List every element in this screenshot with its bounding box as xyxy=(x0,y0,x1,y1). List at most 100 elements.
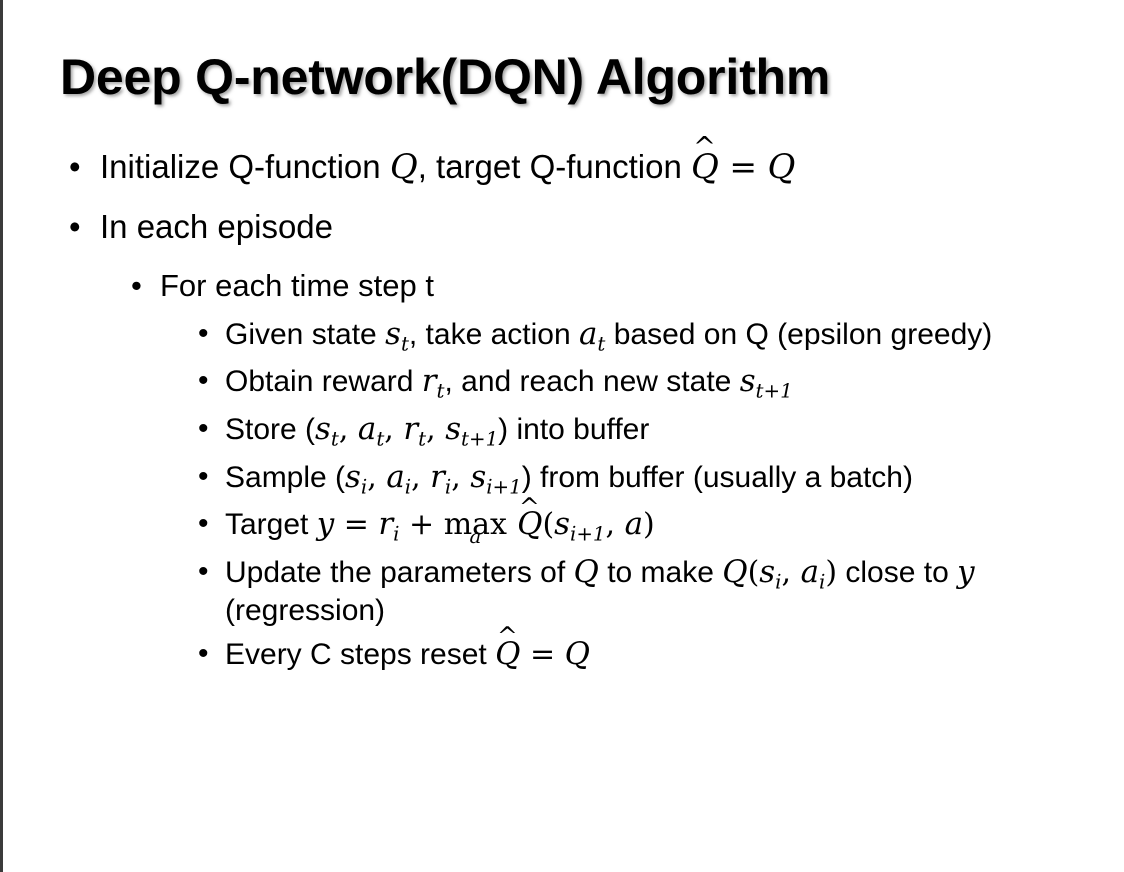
bullet-marker: • xyxy=(131,267,142,303)
text-run: Given state xyxy=(225,317,386,351)
math-var-s: s xyxy=(345,458,361,495)
math-subscript-i: i xyxy=(404,475,412,499)
math-var-base: Q xyxy=(517,506,543,543)
bullet-text: Store (st, at, rt, st+1) into buffer xyxy=(3,412,1124,451)
math-comma: , xyxy=(411,459,431,495)
bullet-update-parameters: • Update the parameters of Q to make Q(s… xyxy=(3,555,1124,628)
math-var-r: r xyxy=(421,363,437,400)
math-operator-name: max xyxy=(443,507,507,543)
math-operator-limit-a: a xyxy=(469,524,482,548)
bullet-marker: • xyxy=(198,316,209,350)
math-var-y: y xyxy=(957,554,975,591)
math-comma: , xyxy=(426,412,446,448)
math-var-q: Q xyxy=(389,147,418,187)
bullet-marker: • xyxy=(198,364,209,398)
bullet-text: For each time step t xyxy=(160,267,434,303)
bullet-marker: • xyxy=(69,148,81,185)
bullet-marker: • xyxy=(198,412,209,446)
math-comma: , xyxy=(338,412,358,448)
bullet-text: Given state st, take action at based on … xyxy=(3,315,1124,356)
text-run: (regression) xyxy=(225,593,386,627)
bullet-marker: • xyxy=(198,459,209,493)
text-run: close to xyxy=(837,556,958,590)
slide-title: Deep Q-network(DQN) Algorithm xyxy=(60,49,831,105)
math-var-s: s xyxy=(554,506,571,543)
math-subscript-t-plus-1: t+1 xyxy=(755,379,793,403)
math-comma: , xyxy=(367,459,387,495)
math-subscript-t: t xyxy=(330,427,339,451)
math-subscript-t: t xyxy=(436,379,445,403)
text-run: , target Q-function xyxy=(417,148,691,185)
math-var-s: s xyxy=(385,315,401,352)
bullet-marker: • xyxy=(198,555,209,589)
text-run: , take action xyxy=(408,317,579,351)
math-subscript-t: t xyxy=(418,427,427,451)
math-paren-close: ) xyxy=(643,507,655,543)
math-var-q: Q xyxy=(767,147,796,187)
bullet-initialize-q-function: • Initialize Q-function Q, target Q-func… xyxy=(3,134,1124,187)
math-paren-open: ( xyxy=(747,555,760,591)
text-run: ) into buffer xyxy=(498,413,650,447)
math-paren-close: ) xyxy=(825,555,838,591)
hat-accent-icon: ^ xyxy=(693,132,716,164)
math-var-s: s xyxy=(470,458,487,495)
math-var-a: a xyxy=(386,458,405,495)
math-equals: = xyxy=(520,636,565,672)
bullet-text: Sample (si, ai, ri, si+1) from buffer (u… xyxy=(3,458,1124,499)
text-run: Every C steps reset xyxy=(225,637,496,671)
math-var-s: s xyxy=(739,363,756,400)
math-subscript-i: i xyxy=(775,570,782,594)
math-var-q: Q xyxy=(722,554,748,591)
math-plus: + xyxy=(399,507,444,543)
bullet-text: In each episode xyxy=(100,208,334,246)
math-subscript-i-plus-1: i+1 xyxy=(486,475,522,499)
math-subscript-i: i xyxy=(360,475,368,499)
math-subscript-i: i xyxy=(393,522,400,546)
text-run: Initialize Q-function xyxy=(100,148,390,185)
math-paren-open: ( xyxy=(542,507,555,543)
text-run: Store ( xyxy=(225,413,316,447)
math-subscript-t: t xyxy=(597,332,606,356)
math-var-s: s xyxy=(445,411,462,448)
math-comma: , xyxy=(384,412,404,448)
math-equals: = xyxy=(718,147,768,186)
math-equals: = xyxy=(334,507,379,543)
math-var-s: s xyxy=(759,554,776,591)
bullet-marker: • xyxy=(198,507,209,541)
math-var-q: Q xyxy=(564,635,590,672)
bullet-text: Update the parameters of Q to make Q(si,… xyxy=(3,555,1124,628)
text-run: based on Q (epsilon greedy) xyxy=(605,317,993,351)
math-var-r: r xyxy=(378,506,394,543)
math-comma: , xyxy=(451,459,471,495)
math-comma: , xyxy=(605,507,625,543)
math-var-q: Q xyxy=(573,554,599,591)
math-subscript-t-plus-1: t+1 xyxy=(461,427,499,451)
math-var-r: r xyxy=(430,458,445,495)
text-run: , and reach new state xyxy=(444,365,740,399)
bullet-marker: • xyxy=(198,636,209,670)
math-var-q-hat: ^Q xyxy=(517,494,543,543)
math-var-a: a xyxy=(624,506,644,543)
hat-accent-icon: ^ xyxy=(496,621,518,651)
bullet-marker: • xyxy=(69,208,81,246)
math-var-q-hat: ^Q xyxy=(691,134,719,187)
math-subscript-t: t xyxy=(400,332,409,356)
bullet-given-state-take-action: • Given state st, take action at based o… xyxy=(3,315,1124,356)
math-var-q-hat: ^Q xyxy=(495,624,521,672)
math-subscript-t: t xyxy=(376,427,385,451)
math-var-base: Q xyxy=(691,147,719,187)
bullet-text: Every C steps reset ^Q = Q xyxy=(3,624,1124,672)
text-run: to make xyxy=(598,556,723,590)
math-var-a: a xyxy=(357,411,377,448)
hat-accent-icon: ^ xyxy=(519,492,540,522)
bullet-in-each-episode: • In each episode xyxy=(3,208,1124,245)
math-var-base: Q xyxy=(495,635,521,672)
math-var-r: r xyxy=(403,411,419,448)
math-comma: , xyxy=(781,555,801,591)
math-subscript-i-plus-1: i+1 xyxy=(570,522,606,546)
math-var-y: y xyxy=(316,506,335,543)
text-run: Obtain reward xyxy=(225,365,422,399)
